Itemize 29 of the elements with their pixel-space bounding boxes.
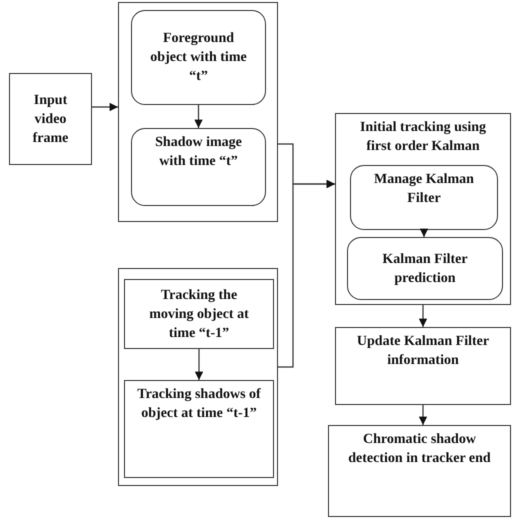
arrow	[92, 102, 118, 112]
group-box	[118, 2, 278, 222]
box-label: Tracking the moving object at time “t-1”	[148, 286, 250, 342]
box-label: Chromatic shadow detection in tracker end	[347, 431, 492, 468]
process-box	[124, 279, 274, 349]
box-label: Manage Kalman Filter	[373, 171, 475, 208]
process-box	[131, 128, 266, 206]
arrow	[194, 105, 203, 128]
process-box	[131, 10, 266, 105]
box-label: Input video frame	[32, 92, 70, 148]
arrow	[194, 349, 204, 380]
process-box	[328, 425, 511, 517]
group-box	[335, 113, 511, 305]
box-label: Update Kalman Filter information	[356, 333, 490, 370]
box-label: Foreground object with time “t”	[149, 30, 248, 86]
process-box	[335, 327, 511, 405]
arrow	[418, 405, 428, 425]
box-label: Kalman Filter prediction	[381, 250, 469, 288]
process-box	[124, 380, 274, 478]
box-label: Initial tracking using first order Kalman	[358, 119, 488, 156]
arrow	[418, 305, 428, 327]
process-box	[350, 165, 498, 230]
arrow	[420, 228, 428, 237]
process-box	[347, 237, 503, 300]
group-box	[118, 268, 278, 486]
process-box	[9, 73, 92, 165]
arrow	[278, 180, 335, 368]
box-label: Shadow image with time “t”	[154, 134, 243, 171]
box-label: Tracking shadows of object at time “t-1”	[136, 386, 262, 423]
